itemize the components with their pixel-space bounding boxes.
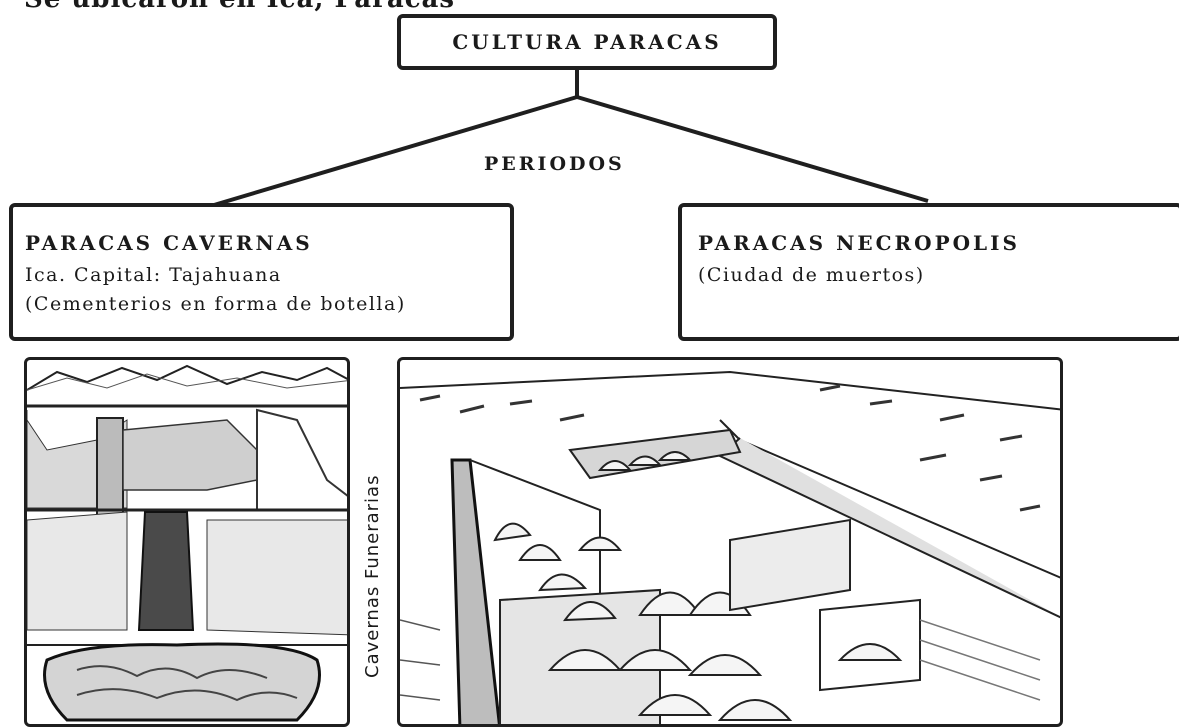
side-caption: Cavernas Funerarias xyxy=(362,474,383,678)
period-title: PARACAS NECROPOLIS xyxy=(698,231,1020,255)
branch-line-right xyxy=(576,95,929,203)
period-detail: (Cementerios en forma de botella) xyxy=(25,293,406,315)
illustration-bottle-tomb xyxy=(24,357,350,727)
illustration-necropolis xyxy=(397,357,1063,727)
period-node-cavernas: PARACAS CAVERNAS Ica. Capital: Tajahuana… xyxy=(9,203,514,341)
connector-lines xyxy=(213,70,929,207)
period-node-necropolis: PARACAS NECROPOLIS (Ciudad de muertos) xyxy=(678,203,1179,341)
root-node-label: CULTURA PARACAS xyxy=(452,30,722,54)
bottle-tomb-drawing xyxy=(27,364,347,722)
top-caption-partial: Se ubicaron en Ica, Paracas xyxy=(24,0,455,14)
root-node: CULTURA PARACAS xyxy=(397,14,777,70)
period-detail: (Ciudad de muertos) xyxy=(698,264,925,286)
connector-label: PERIODOS xyxy=(484,153,625,175)
period-title: PARACAS CAVERNAS xyxy=(25,231,313,255)
branch-line-left xyxy=(213,95,578,207)
necropolis-drawing xyxy=(400,370,1060,724)
period-detail: Ica. Capital: Tajahuana xyxy=(25,264,282,286)
